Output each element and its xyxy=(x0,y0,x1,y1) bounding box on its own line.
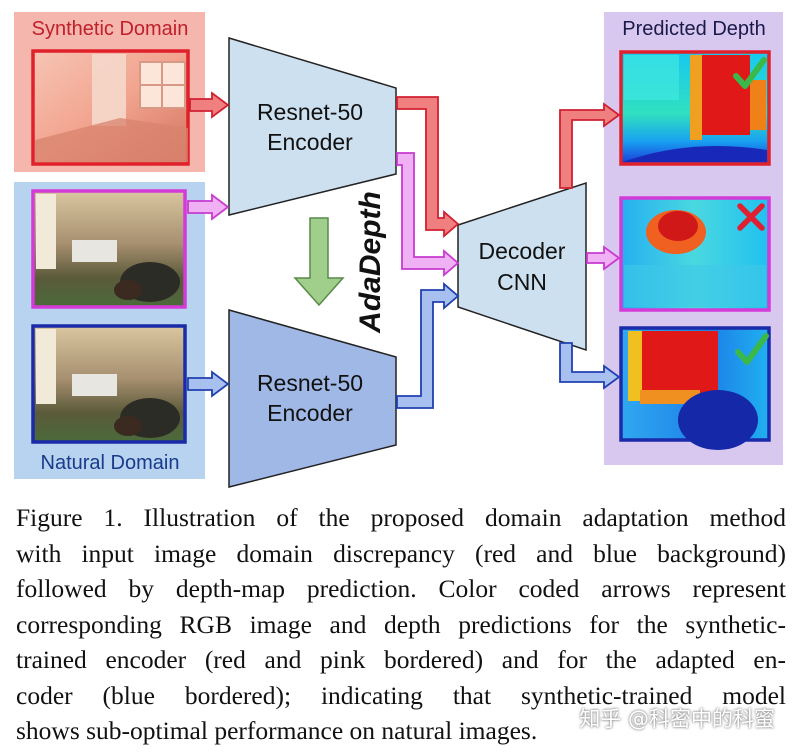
depth-map-natural-pink xyxy=(619,196,771,312)
predicted-depth-label: Predicted Depth xyxy=(622,18,765,40)
svg-text:Encoder: Encoder xyxy=(267,400,353,426)
natural-domain-label: Natural Domain xyxy=(41,452,180,474)
svg-text:Decoder: Decoder xyxy=(479,238,566,264)
arrow-decoder-to-depth-blue xyxy=(559,342,621,390)
adadepth-figure: Synthetic Domain Natural Domain Predicte… xyxy=(14,12,783,488)
watermark: 知乎 @科密中的科蜜 xyxy=(579,707,775,731)
adadepth-label: AdaDepth xyxy=(354,191,387,334)
natural-image-bottom xyxy=(31,324,187,444)
depth-map-natural-blue xyxy=(619,326,771,450)
arrow-decoder-to-depth-pink xyxy=(586,245,621,271)
arrow-synthetic-to-encoder xyxy=(189,91,230,119)
arrow-decoder-to-depth-synthetic xyxy=(559,102,621,189)
arrow-natural-top-to-encoder xyxy=(187,193,230,221)
arrow-encoder-top-pink-to-decoder xyxy=(396,152,460,277)
caption-line: corresponding RGB image and depth predic… xyxy=(16,609,786,639)
depth-map-synthetic xyxy=(619,50,771,166)
caption-line: Figure 1. Illustration of the proposed d… xyxy=(16,503,786,532)
svg-text:Resnet-50: Resnet-50 xyxy=(257,370,363,396)
synthetic-image xyxy=(31,49,190,166)
svg-text:CNN: CNN xyxy=(497,269,547,295)
synthetic-domain-label: Synthetic Domain xyxy=(32,18,189,40)
arrow-encoder-bottom-to-decoder xyxy=(396,282,460,409)
svg-text:Encoder: Encoder xyxy=(267,129,353,155)
figure-caption: Figure 1. Illustration of the proposed d… xyxy=(16,500,786,749)
caption-line: followed by depth-map prediction. Color … xyxy=(16,574,786,603)
encoder-bottom: Resnet-50 Encoder xyxy=(228,309,397,488)
caption-line: with input image domain discrepancy (red… xyxy=(16,538,786,568)
caption-line: shows sub-optimal performance on natural… xyxy=(16,716,538,745)
encoder-top: Resnet-50 Encoder xyxy=(228,36,397,216)
arrow-natural-bottom-to-encoder xyxy=(187,370,230,398)
adaptation-arrow xyxy=(293,217,345,307)
caption-line: trained encoder (red and pink bordered) … xyxy=(16,645,786,674)
caption-line: coder (blue bordered); indicating that s… xyxy=(16,680,786,710)
natural-image-top xyxy=(31,189,187,309)
arrow-encoder-top-red-to-decoder xyxy=(396,96,460,238)
decoder: Decoder CNN xyxy=(457,181,587,352)
svg-text:Resnet-50: Resnet-50 xyxy=(257,99,363,125)
